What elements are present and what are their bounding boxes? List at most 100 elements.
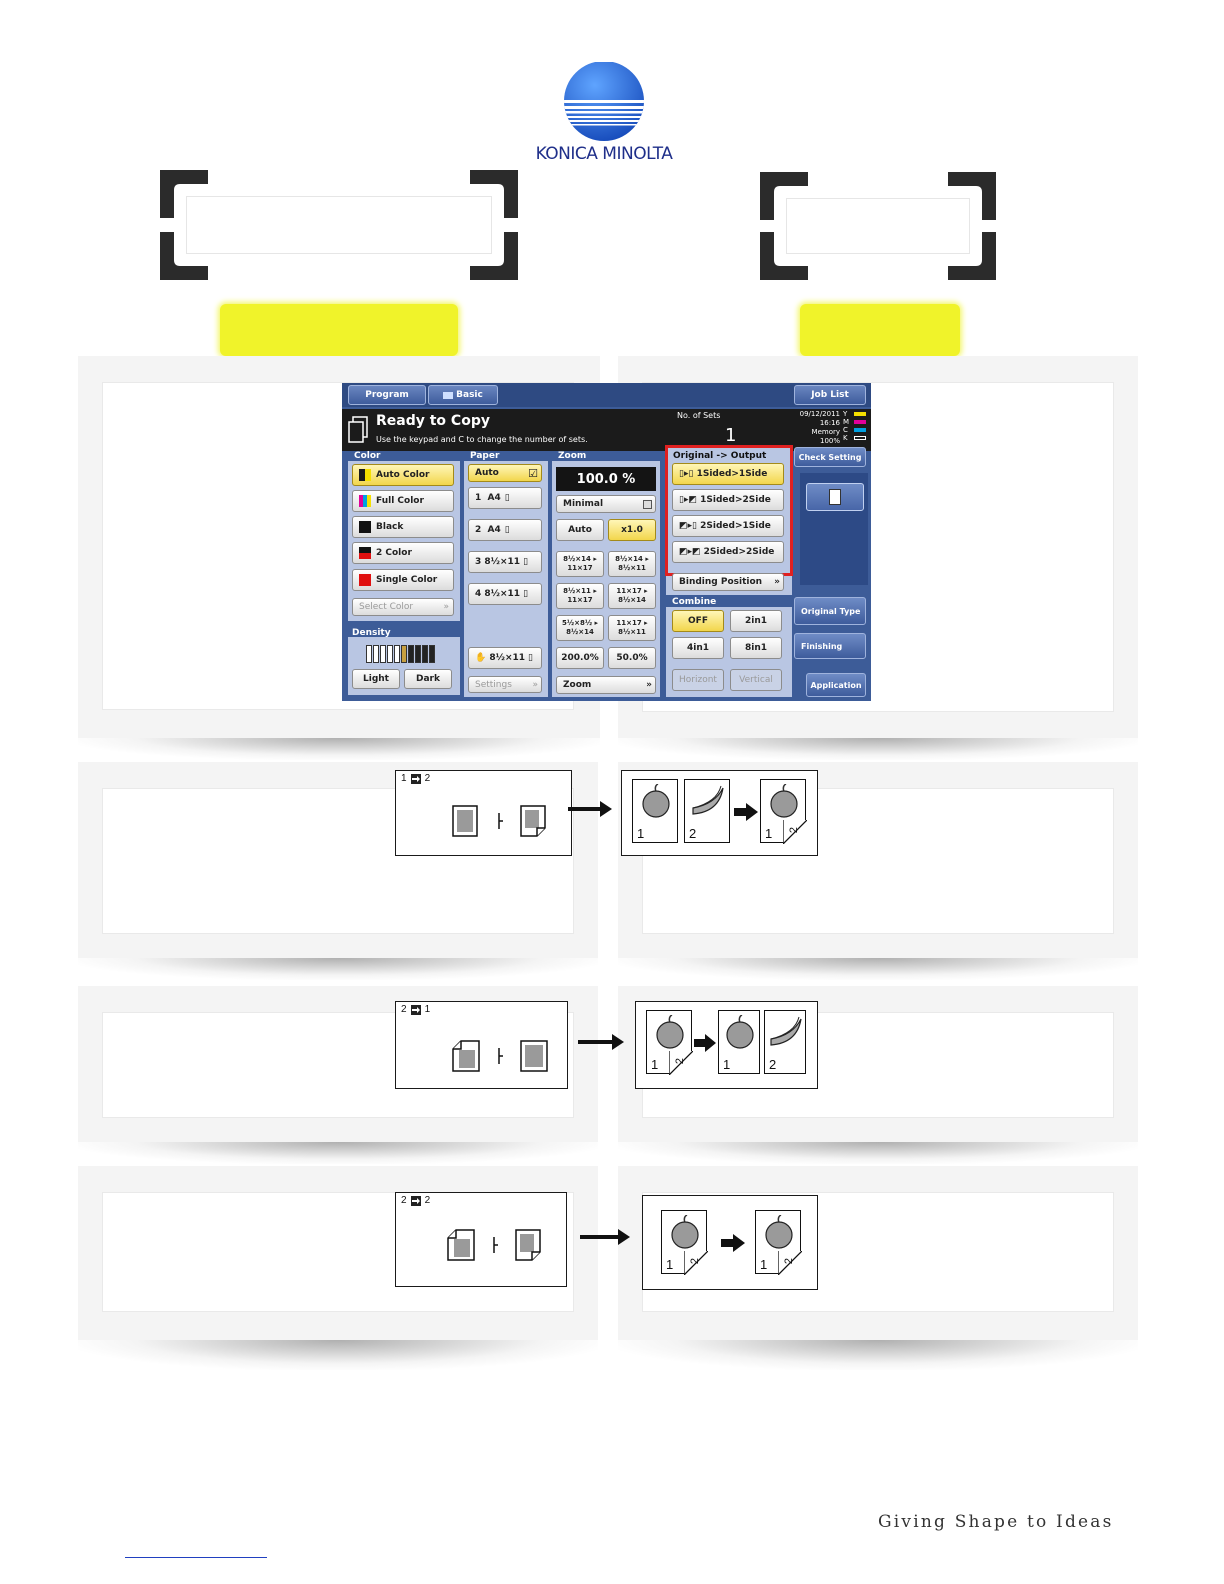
mode-diagram-1-to-2: 1 2 xyxy=(395,770,572,856)
select-color-button[interactable]: Select Color » xyxy=(352,598,454,616)
single-color-button[interactable]: Single Color xyxy=(352,569,454,591)
light-button[interactable]: Light xyxy=(352,669,400,689)
zoom-200-button[interactable]: 200.0% xyxy=(556,647,604,669)
auto-color-button[interactable]: Auto Color xyxy=(352,464,454,486)
double-chevron-icon: » xyxy=(646,680,652,690)
toner-k: K xyxy=(843,434,848,442)
paper-orientation-icon: ▯ xyxy=(523,557,529,567)
zoom-more-button[interactable]: Zoom » xyxy=(556,676,656,694)
application-button[interactable]: Application xyxy=(806,673,866,697)
tray-3-button[interactable]: 3 8½×11 ▯ xyxy=(468,551,542,573)
duplex-highlight-box xyxy=(665,445,793,576)
copy-mode-icon xyxy=(410,1195,421,1206)
status-subtitle: Use the keypad and C to change the numbe… xyxy=(376,435,588,444)
duplex-2-2-button[interactable]: ◩▸◩ 2Sided>2Side xyxy=(672,541,784,563)
dark-button[interactable]: Dark xyxy=(404,669,452,689)
apple-icon xyxy=(770,784,798,818)
double-chevron-icon: » xyxy=(443,602,449,612)
tray-size: A4 xyxy=(487,525,501,535)
duplex-option-label: 1Sided>2Side xyxy=(700,495,771,505)
vertical-button[interactable]: Vertical xyxy=(730,669,782,691)
combine-off-button[interactable]: OFF xyxy=(672,610,724,632)
combine-4in1-button[interactable]: 4in1 xyxy=(672,637,724,659)
duplex-output-page: 1 2 xyxy=(755,1210,802,1275)
bypass-tray-button[interactable]: ✋ 8½×11 ▯ xyxy=(468,647,542,669)
toner-c: C xyxy=(843,426,848,434)
tray-2-button[interactable]: 2 A4 ▯ xyxy=(468,519,542,541)
paper-section-label: Paper xyxy=(470,451,500,461)
full-color-button[interactable]: Full Color xyxy=(352,490,454,512)
duplex-original-page: 1 2 xyxy=(661,1210,708,1275)
footer-link-underline[interactable] xyxy=(125,1557,267,1558)
date-time: 09/12/2011 16:16 Memory 100% xyxy=(788,410,840,446)
duplex-1-2-button[interactable]: ▯▸◩ 1Sided>2Side xyxy=(672,489,784,511)
page-number: 1 xyxy=(765,826,773,841)
page-number: 1 xyxy=(637,826,645,841)
zoom-preset-button[interactable]: 5½×8½ ▸8½×14 xyxy=(556,615,604,641)
zoom-50-button[interactable]: 50.0% xyxy=(608,647,656,669)
tray-1-button[interactable]: 1 A4 ▯ xyxy=(468,487,542,509)
black-button[interactable]: Black xyxy=(352,516,454,538)
check-setting-button[interactable]: Check Setting xyxy=(794,447,866,467)
zoom-preset-button[interactable]: 8½×14 ▸8½×11 xyxy=(608,551,656,577)
page-curl-icon xyxy=(783,820,807,844)
panel-right-2 xyxy=(618,762,1138,958)
black-icon xyxy=(359,521,371,533)
toner-labels: Y M C K xyxy=(843,410,849,442)
banana-icon xyxy=(770,1016,802,1046)
original-type-button[interactable]: Original Type xyxy=(794,597,866,625)
density-scale[interactable] xyxy=(366,645,435,663)
toner-m: M xyxy=(843,418,850,426)
two-color-icon xyxy=(359,547,371,559)
zoom-preset-button[interactable]: 11×17 ▸8½×14 xyxy=(608,583,656,609)
zoom-auto-button[interactable]: Auto xyxy=(556,519,604,541)
photo-corner-icon xyxy=(948,172,996,220)
paper-orientation-icon: ▯ xyxy=(504,493,510,503)
arrow-right-icon xyxy=(568,801,612,817)
memory-value: 100% xyxy=(819,437,840,445)
paper-orientation-icon: ▯ xyxy=(504,525,510,535)
mode-diagram-2-to-1: 2 1 xyxy=(395,1001,568,1089)
preset-from: 8½×11 ▸ xyxy=(563,587,597,595)
tab-basic[interactable]: Basic xyxy=(428,385,498,405)
duplex-1-1-button[interactable]: ▯▸▯ 1Sided>1Side xyxy=(672,463,784,485)
mode-label: 1 2 xyxy=(401,773,430,784)
zoom-preset-button[interactable]: 8½×14 ▸11×17 xyxy=(556,551,604,577)
preset-from: 11×17 ▸ xyxy=(616,587,648,595)
toner-y: Y xyxy=(843,410,848,418)
mode-from: 2 xyxy=(401,1004,407,1015)
finishing-button[interactable]: Finishing xyxy=(794,633,866,659)
duplex-section-label: Original -> Output xyxy=(673,451,767,461)
duplex-2-1-button[interactable]: ◩▸▯ 2Sided>1Side xyxy=(672,515,784,537)
single-color-icon xyxy=(359,574,371,586)
paper-settings-button[interactable]: Settings » xyxy=(468,676,542,693)
apple-icon xyxy=(642,784,670,818)
binding-position-button[interactable]: Binding Position » xyxy=(672,573,784,591)
highlight-bar-right xyxy=(800,304,960,356)
tray-4-button[interactable]: 4 8½×11 ▯ xyxy=(468,583,542,605)
page-curl-icon xyxy=(669,1051,693,1075)
duplex-option-label: 2Sided>2Side xyxy=(703,547,775,557)
zoom-preset-button[interactable]: 8½×11 ▸11×17 xyxy=(556,583,604,609)
preview-button[interactable] xyxy=(806,483,864,511)
preset-to: 8½×11 xyxy=(618,564,646,572)
horizontal-button[interactable]: Horizont xyxy=(672,669,724,691)
combine-2in1-button[interactable]: 2in1 xyxy=(730,610,782,632)
zoom-preset-button[interactable]: 11×17 ▸8½×11 xyxy=(608,615,656,641)
job-list-button[interactable]: Job List xyxy=(794,385,866,405)
sets-label: No. of Sets xyxy=(677,411,721,420)
zoom-x1-button[interactable]: x1.0 xyxy=(608,519,656,541)
photo-corner-icon xyxy=(160,170,208,218)
panel-shadow xyxy=(78,738,600,760)
page-number-back: 2 xyxy=(689,1257,702,1265)
minimal-button[interactable]: Minimal xyxy=(556,495,656,513)
panel-shadow xyxy=(78,958,598,980)
preset-from: 8½×14 ▸ xyxy=(615,555,649,563)
paper-auto-button[interactable]: Auto ☑ xyxy=(468,464,542,482)
output-page: 2 xyxy=(764,1010,806,1074)
tab-program[interactable]: Program xyxy=(348,385,426,405)
two-color-button[interactable]: 2 Color xyxy=(352,542,454,564)
frame-paper xyxy=(786,198,970,254)
combine-8in1-button[interactable]: 8in1 xyxy=(730,637,782,659)
tray-size: 8½×11 xyxy=(484,589,521,599)
